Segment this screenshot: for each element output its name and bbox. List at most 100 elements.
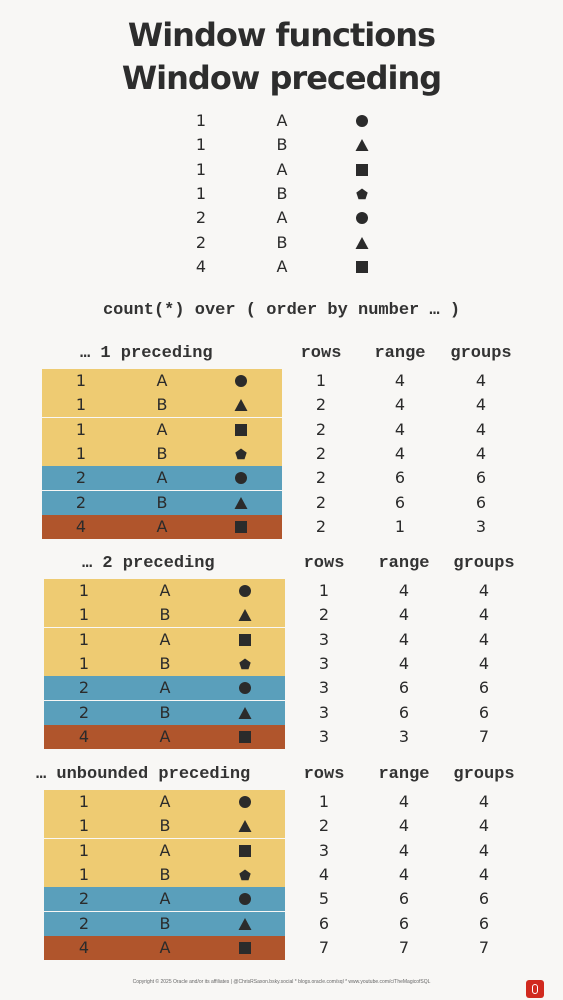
rows-count: 3: [318, 840, 330, 860]
range-count: 3: [398, 726, 410, 746]
rows-count: 2: [315, 395, 327, 415]
pentagon-icon: [235, 652, 255, 676]
section-title: … 2 preceding: [82, 554, 215, 573]
number-cell: 2: [195, 232, 207, 252]
pentagon-icon: [235, 863, 255, 887]
letter-cell: A: [159, 726, 171, 746]
range-count: 6: [394, 492, 406, 512]
rows-count: 4: [318, 864, 330, 884]
letter-cell: B: [159, 605, 171, 625]
range-count: 4: [398, 864, 410, 884]
triangle-icon: [231, 491, 251, 515]
rows-count: 3: [318, 653, 330, 673]
number-cell: 1: [78, 629, 90, 649]
circle-icon: [231, 369, 251, 393]
rows-count: 7: [318, 937, 330, 957]
letter-cell: B: [159, 864, 171, 884]
circle-icon: [235, 887, 255, 911]
range-count: 4: [394, 395, 406, 415]
letter-cell: A: [159, 937, 171, 957]
letter-cell: B: [156, 395, 168, 415]
range-count: 4: [398, 629, 410, 649]
number-cell: 2: [78, 702, 90, 722]
groups-count: 4: [478, 816, 490, 836]
number-cell: 4: [78, 937, 90, 957]
number-cell: 2: [75, 492, 87, 512]
letter-cell: A: [159, 792, 171, 811]
triangle-icon: [235, 603, 255, 627]
square-icon: [235, 725, 255, 749]
rows-count: 2: [315, 492, 327, 512]
triangle-icon: [235, 814, 255, 838]
number-cell: 4: [78, 726, 90, 746]
header-range: range: [374, 344, 426, 363]
range-count: 6: [398, 678, 410, 698]
square-icon: [235, 839, 255, 863]
number-cell: 1: [78, 840, 90, 860]
number-cell: 1: [78, 653, 90, 673]
letter-cell: A: [156, 468, 168, 488]
range-count: 4: [398, 816, 410, 836]
number-cell: 1: [78, 792, 90, 811]
number-cell: 1: [195, 111, 207, 130]
range-count: 6: [398, 913, 410, 933]
letter-cell: A: [276, 208, 288, 228]
rows-count: 2: [315, 419, 327, 439]
oracle-logo-icon: [526, 980, 544, 998]
number-cell: 1: [75, 371, 87, 390]
number-cell: 1: [195, 135, 207, 155]
section-title: … 1 preceding: [80, 344, 213, 363]
groups-count: 4: [475, 371, 487, 390]
number-cell: 4: [75, 516, 87, 536]
letter-cell: B: [276, 232, 288, 252]
range-count: 6: [398, 889, 410, 909]
groups-count: 6: [475, 492, 487, 512]
circle-icon: [235, 676, 255, 700]
groups-count: 6: [475, 468, 487, 488]
number-cell: 1: [195, 183, 207, 203]
rows-count: 2: [315, 468, 327, 488]
letter-cell: B: [276, 183, 288, 203]
range-count: 4: [398, 653, 410, 673]
triangle-icon: [352, 231, 372, 255]
rows-count: 2: [315, 443, 327, 463]
number-cell: 2: [75, 468, 87, 488]
letter-cell: A: [276, 111, 288, 130]
number-cell: 1: [78, 581, 90, 600]
range-count: 4: [398, 605, 410, 625]
square-icon: [231, 515, 251, 539]
groups-count: 4: [475, 395, 487, 415]
rows-count: 3: [318, 726, 330, 746]
circle-icon: [352, 109, 372, 133]
groups-count: 6: [478, 913, 490, 933]
number-cell: 1: [75, 395, 87, 415]
number-cell: 2: [78, 889, 90, 909]
square-icon: [235, 936, 255, 960]
number-cell: 2: [78, 913, 90, 933]
number-cell: 1: [75, 419, 87, 439]
header-rows: rows: [303, 765, 345, 784]
rows-count: 6: [318, 913, 330, 933]
header-groups: groups: [450, 344, 512, 363]
letter-cell: A: [156, 371, 168, 390]
number-cell: 1: [78, 816, 90, 836]
circle-icon: [235, 790, 255, 814]
header-groups: groups: [453, 554, 515, 573]
header-range: range: [378, 554, 430, 573]
number-cell: 1: [75, 443, 87, 463]
groups-count: 4: [478, 864, 490, 884]
number-cell: 1: [195, 159, 207, 179]
